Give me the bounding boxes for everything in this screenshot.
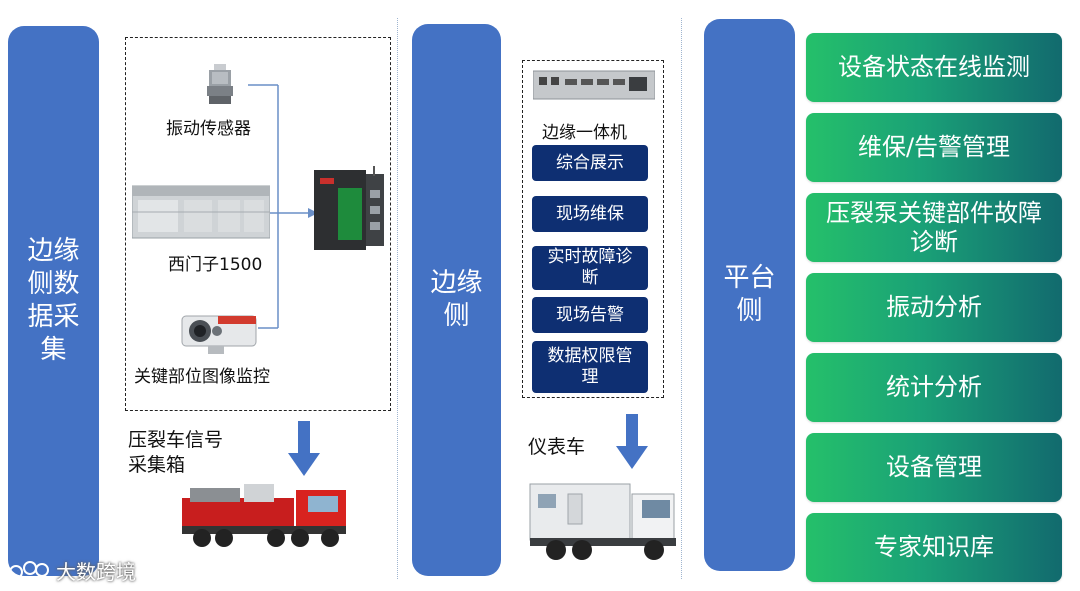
instrument-truck-icon (529, 483, 676, 560)
edge-collect-label: 边缘侧数据采集 (27, 236, 80, 365)
feature-vibration-analysis[interactable]: 振动分析 (806, 273, 1062, 342)
vibration-sensor-icon (207, 64, 233, 104)
connector-lines (248, 84, 318, 329)
nav-fault-diagnosis-button[interactable]: 实时故障诊断 (532, 246, 648, 290)
down-arrow-icon (616, 414, 648, 469)
camera-label: 关键部位图像监控 (134, 367, 270, 387)
edge-collect-pillar: 边缘侧数据采集 (8, 26, 99, 576)
nav-overview-button[interactable]: 综合展示 (532, 145, 648, 181)
watermark-text: 大数跨境 (56, 560, 136, 584)
gateway-device-icon (314, 166, 384, 250)
plc-icon (132, 185, 270, 239)
feature-maintenance-alarm[interactable]: 维保/告警管理 (806, 113, 1062, 182)
nav-maintenance-button[interactable]: 现场维保 (532, 196, 648, 232)
feature-online-monitoring[interactable]: 设备状态在线监测 (806, 33, 1062, 102)
column-separator (397, 18, 398, 579)
edge-side-label: 边缘侧 (430, 268, 483, 331)
watermark-logo-icon (9, 560, 49, 579)
fracturing-truck-icon (182, 484, 346, 547)
feature-statistics[interactable]: 统计分析 (806, 353, 1062, 422)
plc-label: 西门子1500 (168, 255, 263, 275)
column-separator (681, 18, 682, 579)
edge-side-pillar: 边缘侧 (412, 24, 501, 576)
edge-computer-icon (533, 70, 655, 100)
feature-knowledge-base[interactable]: 专家知识库 (806, 513, 1062, 582)
camera-icon (181, 315, 257, 354)
platform-side-label: 平台侧 (723, 263, 776, 326)
feature-fault-diagnosis[interactable]: 压裂泵关键部件故障诊断 (806, 193, 1062, 262)
vibration-sensor-label: 振动传感器 (166, 119, 251, 139)
signal-collection-box (125, 37, 391, 411)
edge-device-box (522, 60, 664, 398)
nav-permission-button[interactable]: 数据权限管理 (532, 341, 648, 393)
watermark: 大数跨境 (8, 556, 136, 585)
platform-side-pillar: 平台侧 (704, 19, 795, 571)
down-arrow-icon (288, 421, 320, 476)
instrument-vehicle-label: 仪表车 (528, 436, 586, 458)
feature-device-management[interactable]: 设备管理 (806, 433, 1062, 502)
collection-box-caption: 压裂车信号采集箱 (128, 429, 224, 476)
nav-alarm-button[interactable]: 现场告警 (532, 297, 648, 333)
edge-device-label: 边缘一体机 (542, 123, 627, 143)
